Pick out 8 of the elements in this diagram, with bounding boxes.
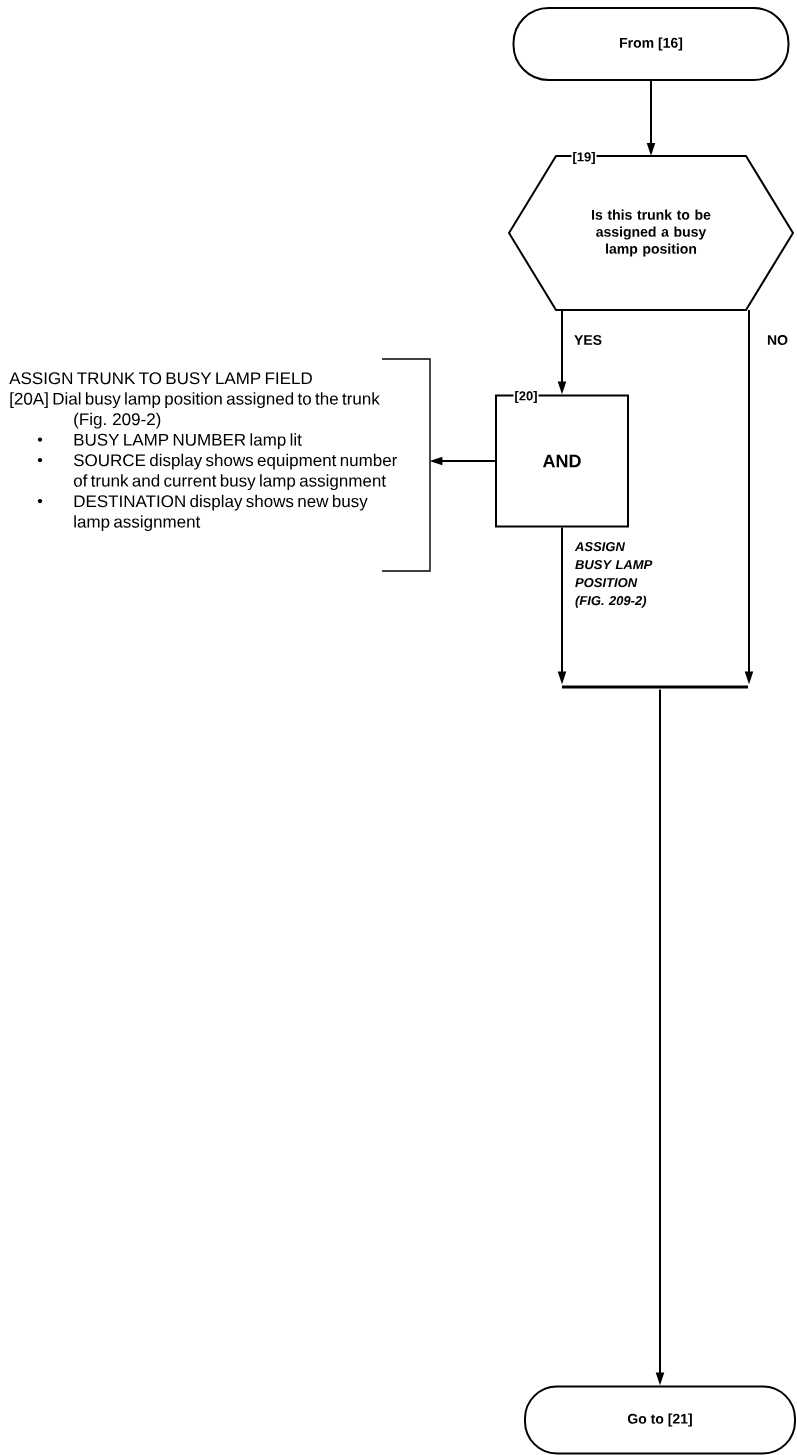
process-box: AND [20] — [495, 389, 629, 528]
terminal-box: From [16] — [512, 7, 790, 81]
edge-label: NO — [767, 335, 788, 345]
edge-label: ASSIGN BUSY LAMP POSITION (FIG. 209-2) — [574, 542, 653, 608]
junction-bar — [562, 685, 748, 689]
annotation-text: ASSIGN TRUNK TO BUSY LAMP FIELD [20A] Dial busy lamp position assigned to the trunk (Fig. 209-2) BUSY LAMP NUMBER lamp lit SOURCE display shows equipment number of trunk and current busy lamp assignment DESTINATION display shows new busy lamp assignment — [9, 372, 398, 532]
edge-label: YES — [574, 335, 602, 345]
terminal-box: Go to [21] — [524, 1385, 796, 1455]
